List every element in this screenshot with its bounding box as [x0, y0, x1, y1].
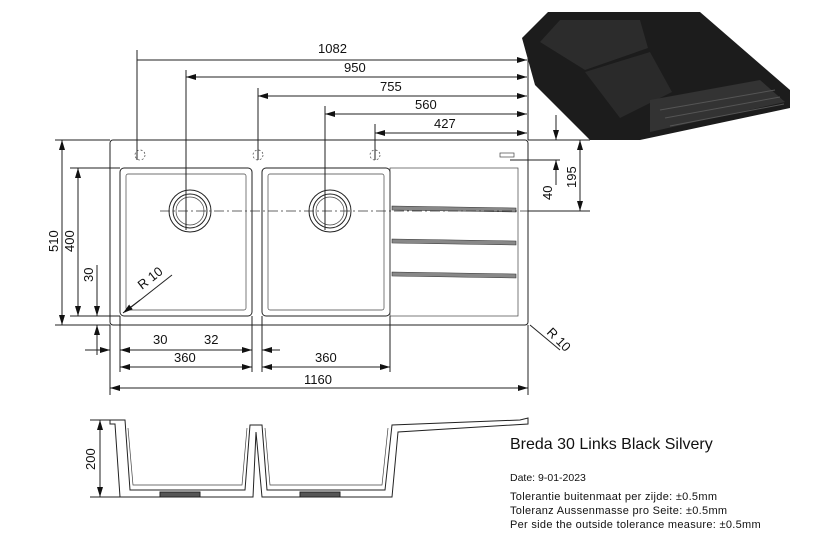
dim-30-vertical: 30	[81, 268, 96, 282]
dim-40: 40	[540, 186, 555, 200]
drawing-date: Date: 9-01-2023	[510, 472, 586, 484]
dim-30-edge: 30	[153, 332, 167, 347]
tolerance-nl: Tolerantie buitenmaat per zijde: ±0.5mm	[510, 491, 718, 503]
dim-400: 400	[62, 230, 77, 252]
dim-200-height: 200	[83, 448, 98, 470]
sink-top-view	[109, 139, 560, 326]
bottom-dimensions	[85, 316, 529, 395]
right-dimensions	[510, 115, 590, 351]
dim-427: 427	[434, 116, 456, 131]
dim-560: 560	[415, 97, 437, 112]
dim-32-divider: 32	[204, 332, 218, 347]
top-dimensions	[136, 50, 529, 230]
dim-755: 755	[380, 79, 402, 94]
dim-radius-right: R 10	[544, 325, 574, 355]
dim-1082: 1082	[318, 41, 347, 56]
dim-510: 510	[46, 230, 61, 252]
tolerance-en: Per side the outside tolerance measure: …	[510, 519, 761, 531]
dim-950: 950	[344, 60, 366, 75]
dim-195: 195	[564, 166, 579, 188]
product-title: Breda 30 Links Black Silvery	[510, 436, 713, 453]
dim-360-left: 360	[174, 350, 196, 365]
dim-1160: 1160	[304, 372, 332, 387]
sink-cross-section	[90, 417, 529, 498]
dim-360-right: 360	[315, 350, 337, 365]
left-dimensions	[55, 139, 173, 355]
product-render	[522, 12, 790, 140]
tolerance-de: Toleranz Aussenmasse pro Seite: ±0.5mm	[510, 505, 728, 517]
dim-radius-left: R 10	[135, 264, 166, 293]
